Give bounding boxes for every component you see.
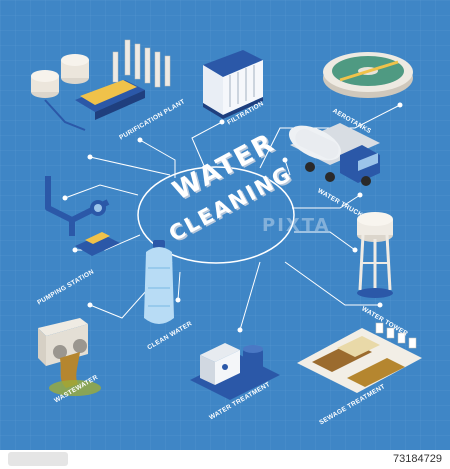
water-tower-icon [357, 212, 393, 298]
stock-logo [8, 452, 68, 466]
image-id: 73184729 [393, 453, 442, 465]
watermark: PIXTA [262, 215, 331, 236]
water-treatment-icon [190, 343, 280, 400]
aerotanks-icon [323, 52, 413, 98]
filtration-icon [203, 50, 263, 119]
footer-bar: 73184729 [0, 450, 450, 469]
clean-water-icon [144, 240, 174, 324]
purification-plant-icon [31, 39, 171, 131]
sewage-treatment-icon [297, 322, 422, 393]
water-truck-icon [288, 123, 380, 186]
wastewater-icon [38, 318, 101, 396]
pumping-station-icon [45, 176, 120, 256]
